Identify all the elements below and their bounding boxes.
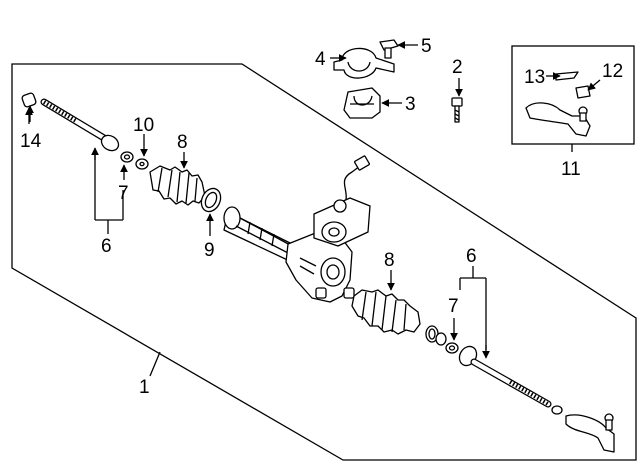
lock-washer-right: [435, 332, 447, 346]
bracket-bolt: [379, 39, 399, 59]
mount-bracket: [333, 47, 395, 79]
ring-left: [120, 151, 134, 163]
lock-washer-left: [135, 158, 149, 170]
jam-nut-left: [21, 92, 37, 124]
callout-13: 13: [524, 67, 545, 88]
bolt-2: [451, 97, 463, 123]
boot-clamp-left: [200, 187, 222, 213]
leader-lines: [26, 41, 601, 377]
jam-nut-right: [551, 405, 563, 415]
callout-7-left: 7: [118, 183, 129, 204]
callout-1: 1: [139, 377, 150, 398]
callout-10: 10: [133, 115, 154, 136]
rack-boot-right: [351, 289, 421, 335]
callout-8-right: 8: [384, 250, 395, 271]
callout-4: 4: [315, 49, 326, 70]
callout-2: 2: [452, 57, 463, 78]
gear-housing: [285, 155, 371, 303]
callout-7-right: 7: [448, 296, 459, 317]
inner-tie-rod-left: [40, 98, 120, 152]
rack-boot-left: [149, 165, 206, 206]
mount-bushing: [343, 87, 381, 119]
callout-6-right: 6: [466, 246, 477, 267]
callout-14: 14: [20, 131, 42, 152]
callout-8-left: 8: [177, 132, 188, 153]
callout-6-left: 6: [101, 236, 112, 257]
callout-9: 9: [204, 240, 215, 261]
callout-5: 5: [421, 36, 432, 57]
outer-tie-rod-end-right: [565, 413, 615, 453]
callout-11: 11: [561, 159, 581, 180]
outer-tie-rod-end: [525, 102, 591, 137]
tie-rod-end-inset-box: [511, 45, 635, 145]
inner-tie-rod-right: [458, 345, 552, 408]
callout-3: 3: [405, 94, 416, 115]
castle-nut: [575, 85, 591, 99]
callout-12: 12: [602, 61, 623, 82]
ring-right: [445, 342, 459, 354]
assembly-outline: [11, 63, 637, 461]
rack-housing: [223, 206, 301, 265]
